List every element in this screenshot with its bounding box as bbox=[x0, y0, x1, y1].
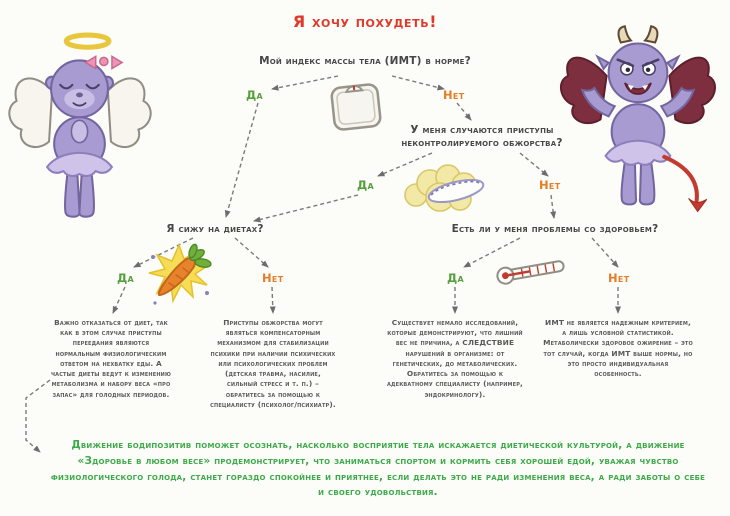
angel-character-illustration bbox=[6, 30, 154, 238]
answer-no-q1: Нет bbox=[443, 88, 465, 102]
question-bmi: Мой индекс массы тела (ИМТ) в норме? bbox=[259, 55, 471, 67]
footer-bodypositive-text: Движение бодипозитив поможет осознать, н… bbox=[50, 439, 706, 499]
overturned-plate-mess-icon bbox=[398, 161, 493, 219]
answer-yes-q3: Да bbox=[117, 271, 135, 285]
angel-icon bbox=[8, 32, 152, 218]
question-diets: Я сижу на диетах? bbox=[166, 223, 264, 235]
advice-box-quit-diets: Важно отказаться от диет, так как в этом… bbox=[50, 318, 172, 399]
advice-box-psych-help: Приступы обжорства могут являться компен… bbox=[210, 318, 336, 409]
thermometer-icon bbox=[492, 250, 572, 296]
answer-yes-q4: Да bbox=[447, 271, 465, 285]
answer-no-q2: Нет bbox=[539, 178, 561, 192]
answer-no-q4: Нет bbox=[608, 271, 630, 285]
answer-no-q3: Нет bbox=[262, 271, 284, 285]
page-title: Я хочу похудеть! bbox=[292, 12, 438, 31]
answer-yes-q2: Да bbox=[357, 178, 375, 192]
question-health: Есть ли у меня проблемы со здоровьем? bbox=[451, 223, 659, 235]
advice-box-endocrinologist: Существует немало исследований, которые … bbox=[387, 318, 523, 399]
advice-box-bmi-unreliable: ИМТ не является надежным критерием, а ли… bbox=[543, 318, 693, 379]
question-binge: У меня случаются приступы неконтролируем… bbox=[401, 124, 563, 150]
answer-yes-q1: Да bbox=[246, 88, 264, 102]
carrot-burst-icon bbox=[145, 242, 213, 311]
